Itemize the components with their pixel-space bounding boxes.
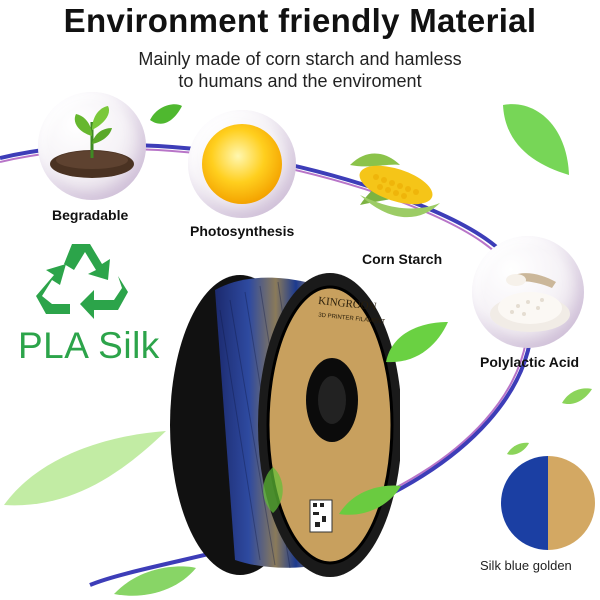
leaf-decoration-5	[339, 485, 401, 515]
leaf-decoration-2	[503, 104, 569, 175]
feature-label-begradable: Begradable	[52, 207, 129, 223]
leaf-decoration-6	[114, 566, 196, 596]
powder-icon	[490, 273, 570, 332]
sun-icon	[202, 124, 282, 204]
leaf-decoration-9	[507, 442, 529, 455]
corn-bubble	[330, 135, 450, 245]
powder-bubble	[472, 236, 584, 348]
feature-label-corn-starch: Corn Starch	[362, 251, 443, 267]
corn-icon	[350, 153, 440, 218]
sun-bubble	[188, 110, 296, 218]
sprout-icon	[50, 106, 134, 178]
feature-label-polylactic-acid: Polylactic Acid	[480, 354, 580, 370]
color-swatch	[501, 456, 595, 550]
leaf-decoration-7	[263, 467, 283, 513]
leaf-decoration-3	[386, 322, 448, 363]
leaf-decoration-8	[562, 388, 592, 405]
sprout-bubble	[38, 92, 146, 200]
pla-silk-label: PLA Silk	[18, 325, 160, 366]
subtitle-line-2: to humans and the enviroment	[178, 71, 422, 91]
leaf-decoration-1	[150, 104, 182, 124]
page-subtitle: Mainly made of corn starch and hamless t…	[0, 48, 600, 92]
subtitle-line-1: Mainly made of corn starch and hamless	[138, 49, 462, 69]
page-title: Environment friendly Material	[63, 2, 537, 39]
color-swatch-caption: Silk blue golden	[480, 558, 572, 573]
leaf-decoration-4	[4, 431, 166, 506]
recycle-icon	[36, 244, 128, 319]
feature-label-photosynthesis: Photosynthesis	[190, 223, 295, 239]
